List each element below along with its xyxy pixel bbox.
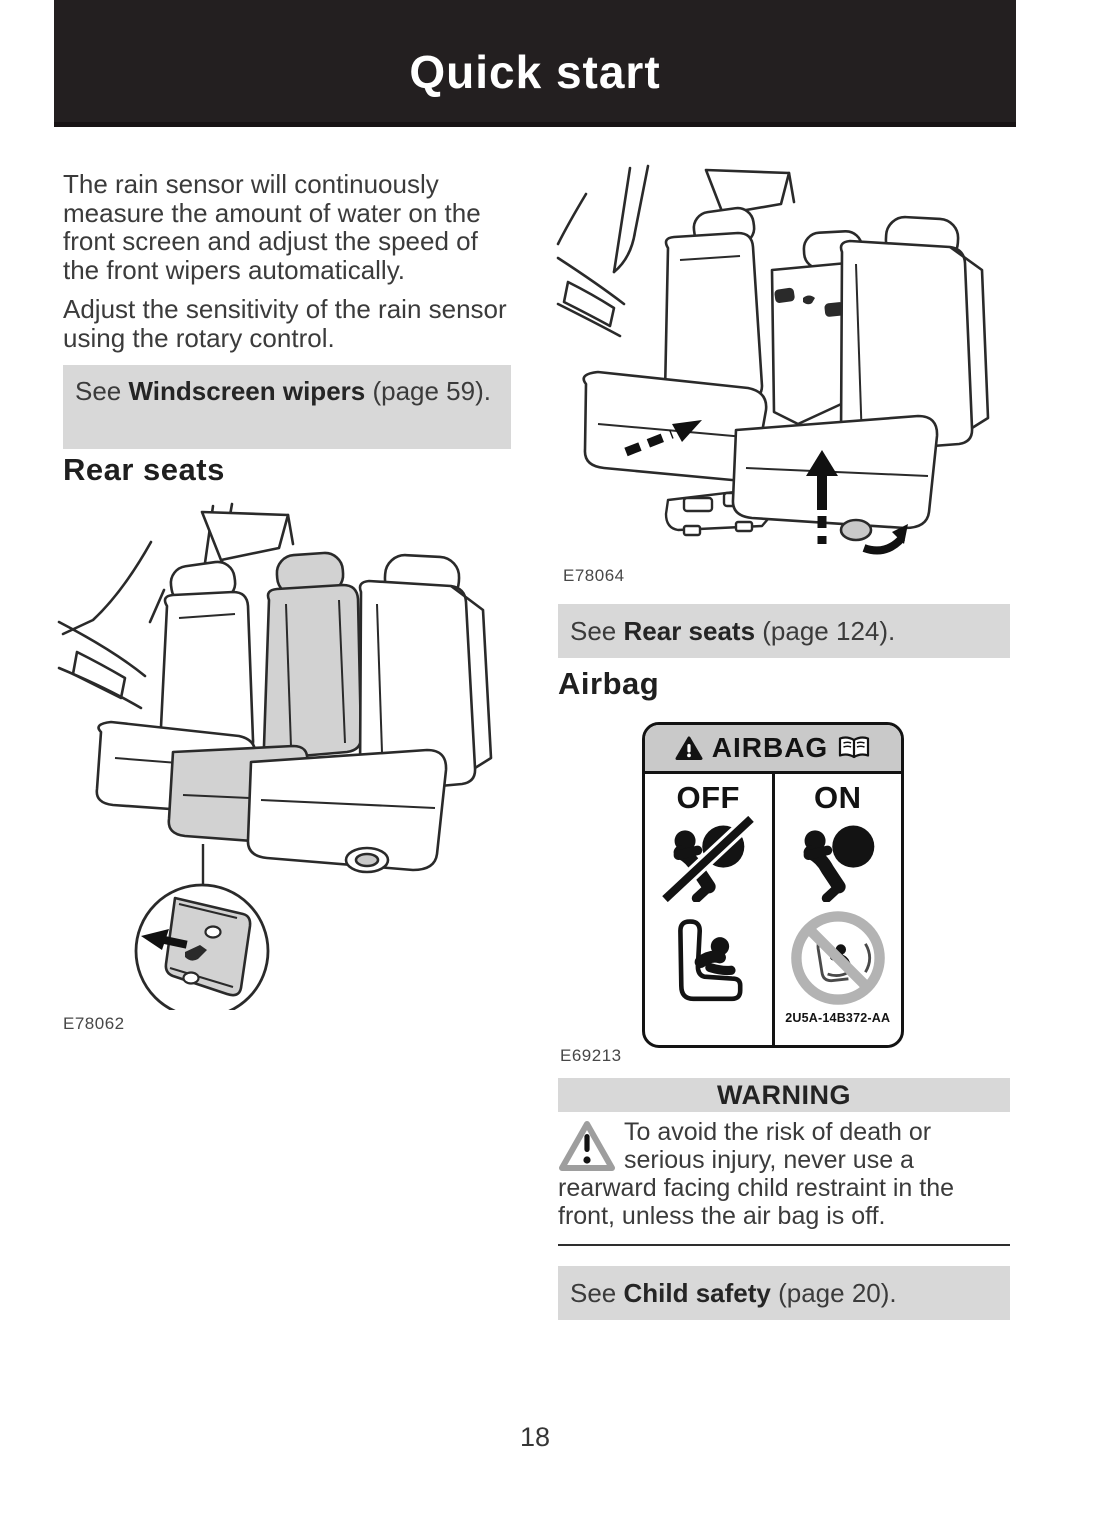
warning-title: WARNING <box>717 1079 851 1110</box>
callout-prefix: See <box>570 615 624 646</box>
passenger-seat-icon <box>678 919 743 1002</box>
callout-prefix: See <box>570 1277 624 1308</box>
rear-seats-figure <box>57 502 493 1010</box>
release-arrow-icon <box>141 929 188 950</box>
warning-triangle-icon <box>559 1121 615 1171</box>
rain-sensor-paragraph-1: The rain sensor will continuously measur… <box>63 169 481 285</box>
book-icon <box>839 736 870 759</box>
chapter-header: Quick start <box>54 0 1016 127</box>
car-interior-lines <box>556 164 796 338</box>
seat-latch-detail-circle <box>134 844 270 1010</box>
rear-seats-folding-figure <box>556 164 990 555</box>
no-rearward-child-seat-icon <box>790 911 885 1005</box>
outer-right-seat <box>246 553 493 874</box>
warning-divider <box>558 1244 1010 1246</box>
airbag-warning-label: AIRBAG OFF <box>642 722 904 1048</box>
airbag-off-label: OFF <box>676 780 740 815</box>
callout-topic: Windscreen wipers <box>128 376 366 406</box>
page-number: 18 <box>519 1422 551 1452</box>
latch-lever <box>185 945 207 961</box>
warning-text: To avoid the risk of death or serious in… <box>558 1118 955 1230</box>
part-number: 2U5A-14B372-AA <box>785 1011 891 1025</box>
warning-triangle-icon <box>675 736 703 760</box>
airbag-heading: Airbag <box>558 666 660 701</box>
figure-label-e78064: E78064 <box>563 566 625 585</box>
callout-suffix: (page 20). <box>770 1277 897 1308</box>
airbag-on-icon <box>803 825 875 902</box>
airbag-label-title: AIRBAG <box>711 732 829 763</box>
airbag-label-header: AIRBAG <box>645 725 901 774</box>
callout-topic: Rear seats <box>623 615 756 646</box>
right-seat <box>731 215 990 542</box>
airbag-off-icon <box>660 816 757 902</box>
see-windscreen-wipers-callout: See Windscreen wipers (page 59). <box>63 365 511 449</box>
callout-topic: Child safety <box>623 1277 771 1308</box>
rotate-arrow-icon <box>862 524 908 555</box>
page-title: Quick start <box>409 46 661 98</box>
slide-arrow-icon <box>624 420 702 457</box>
see-rear-seats-callout: See Rear seats (page 124). <box>558 604 1010 658</box>
warning-title-bar: WARNING <box>558 1078 1010 1112</box>
callout-suffix: (page 59). <box>365 376 491 406</box>
callout-suffix: (page 124). <box>755 615 896 646</box>
see-child-safety-callout: See Child safety (page 20). <box>558 1266 1010 1320</box>
airbag-on-cell: ON <box>775 774 902 1045</box>
airbag-on-label: ON <box>814 780 862 815</box>
figure-label-e78062: E78062 <box>63 1014 125 1033</box>
rear-seats-heading: Rear seats <box>63 452 225 487</box>
fold-up-arrow-icon <box>806 450 838 544</box>
rain-sensor-paragraph-2: Adjust the sensitivity of the rain senso… <box>63 294 507 353</box>
airbag-off-cell: OFF <box>645 774 775 1045</box>
callout-prefix: See <box>75 376 129 406</box>
figure-label-e69213: E69213 <box>560 1046 622 1065</box>
warning-paragraph: To avoid the risk of death or serious in… <box>558 1118 1010 1230</box>
